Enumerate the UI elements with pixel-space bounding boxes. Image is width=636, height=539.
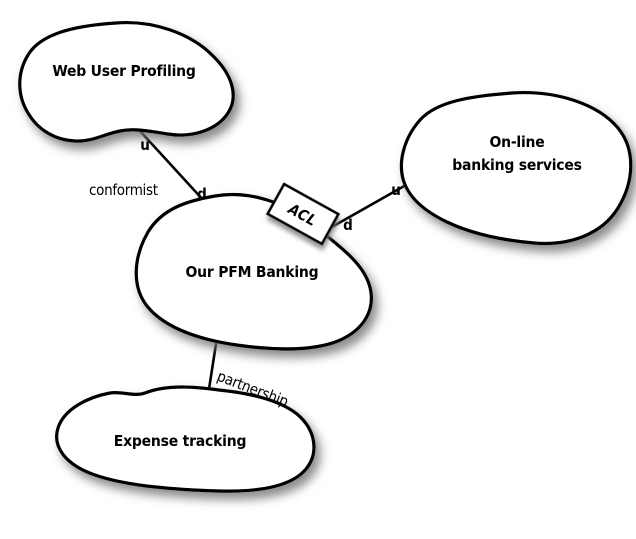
blob-expense-tracking [55,385,316,493]
edge-pfm-expense[interactable] [207,342,218,391]
node-web-user-profiling[interactable]: Web User Profiling [18,20,235,143]
edge-line-banking-pfm [328,183,408,230]
node-on-line-banking-services[interactable]: On-line banking services [399,90,633,246]
node-label-web-user-profiling: Web User Profiling [52,62,195,80]
edge-profiling-pfm[interactable] [138,129,207,204]
edge-marker-u-banking: u [391,181,401,199]
edge-marker-d-pfm-from-banking: d [343,216,353,234]
acl-box-rect [265,182,341,246]
node-label-our-pfm-banking: Our PFM Banking [186,263,319,281]
edge-marker-d-pfm-from-profiling: d [197,185,207,203]
acl-box[interactable]: ACL [265,182,341,246]
edge-line-profiling-pfm [138,129,207,204]
edge-line-pfm-expense [207,342,218,391]
edge-marker-u-profiling: u [140,136,150,154]
node-expense-tracking[interactable]: Expense tracking [55,385,316,493]
node-label-expense-tracking: Expense tracking [114,432,247,450]
edge-banking-pfm[interactable] [328,183,408,230]
node-label-on-line-line2: banking services [452,156,581,174]
edge-pattern-label-conformist: conformist [89,181,158,199]
node-label-on-line-line1: On-line [489,133,544,151]
blob-on-line-banking-services [399,90,633,246]
blob-web-user-profiling [18,20,235,143]
